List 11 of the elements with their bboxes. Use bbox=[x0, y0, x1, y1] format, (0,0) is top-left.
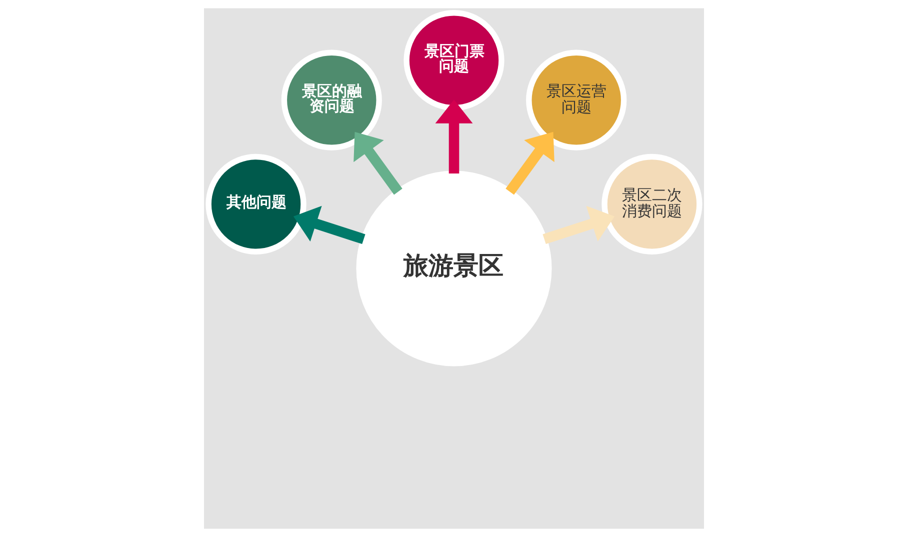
node-circle: 景区二次消费问题 bbox=[602, 154, 702, 254]
node-circle: 景区运营问题 bbox=[526, 50, 627, 150]
arrow bbox=[293, 206, 366, 244]
node-circle: 旅游景区 bbox=[356, 170, 552, 366]
arrow bbox=[542, 206, 615, 244]
arrow bbox=[435, 100, 473, 174]
node-circle: 景区门票问题 bbox=[404, 10, 504, 111]
node-circle: 其他问题 bbox=[206, 154, 306, 254]
arrow bbox=[506, 132, 554, 195]
arrow bbox=[354, 132, 402, 195]
node-circle: 景区的融资问题 bbox=[281, 50, 382, 150]
